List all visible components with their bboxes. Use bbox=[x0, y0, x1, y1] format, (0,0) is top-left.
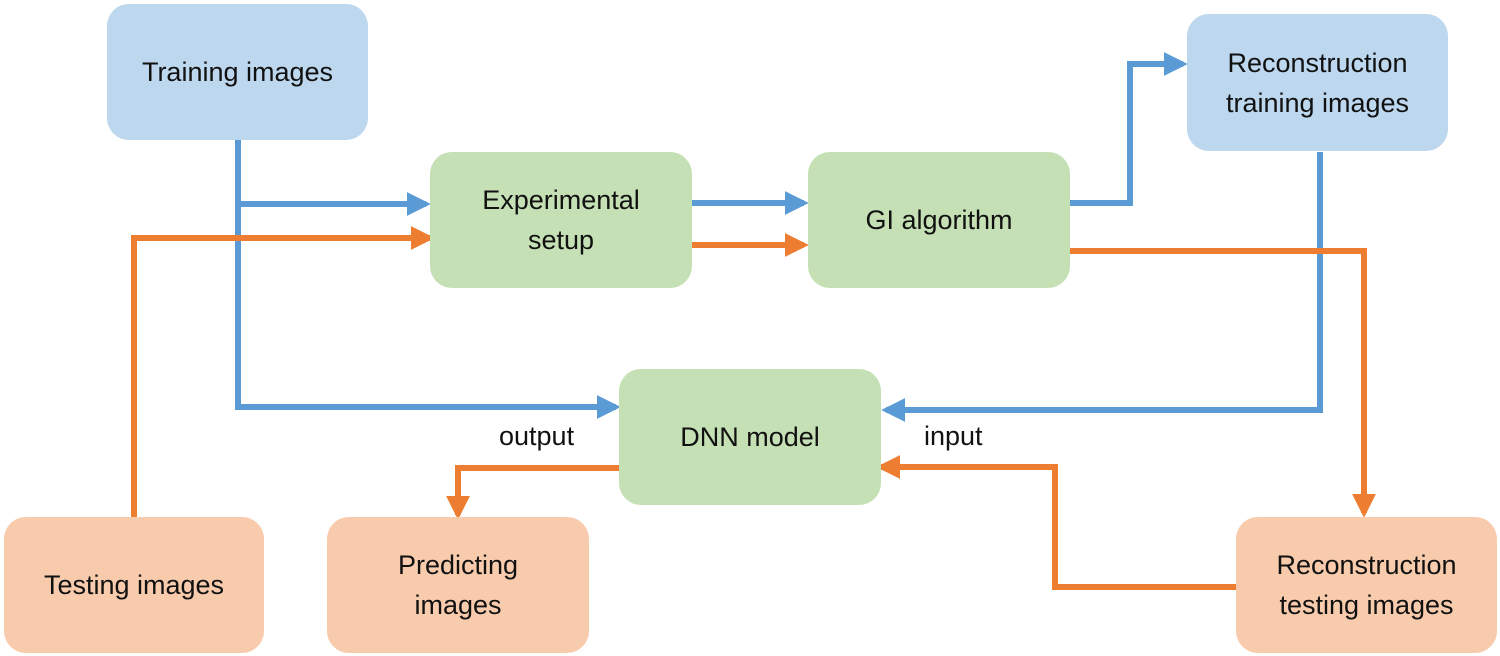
edge-reconstruction-testing-to-dnn bbox=[876, 455, 1236, 590]
predicting-images-node: Predicting images bbox=[327, 517, 589, 653]
dnn-model-node: DNN model bbox=[619, 369, 881, 505]
edge-gi-to-reconstruction-testing bbox=[1070, 248, 1376, 518]
experimental-setup-node: Experimental setup bbox=[430, 152, 692, 288]
edge-training-to-dnn-model bbox=[235, 204, 621, 419]
testing-images-node: Testing images bbox=[4, 517, 264, 653]
gi-algorithm-node: GI algorithm bbox=[808, 152, 1070, 288]
reconstruction-training-images-node: Reconstruction training images bbox=[1187, 14, 1448, 151]
input-label: input bbox=[924, 421, 983, 451]
edge-dnn-to-predicting bbox=[446, 465, 619, 520]
output-label: output bbox=[499, 421, 575, 451]
edge-gi-to-reconstruction-training bbox=[1070, 52, 1188, 206]
edge-reconstruction-training-to-dnn bbox=[881, 152, 1323, 422]
edge-testing-to-experimental-setup bbox=[131, 226, 435, 517]
training-images-node: Training images bbox=[107, 4, 368, 140]
reconstruction-testing-images-node: Reconstruction testing images bbox=[1236, 517, 1497, 653]
edge-training-to-experimental-setup bbox=[235, 140, 431, 216]
